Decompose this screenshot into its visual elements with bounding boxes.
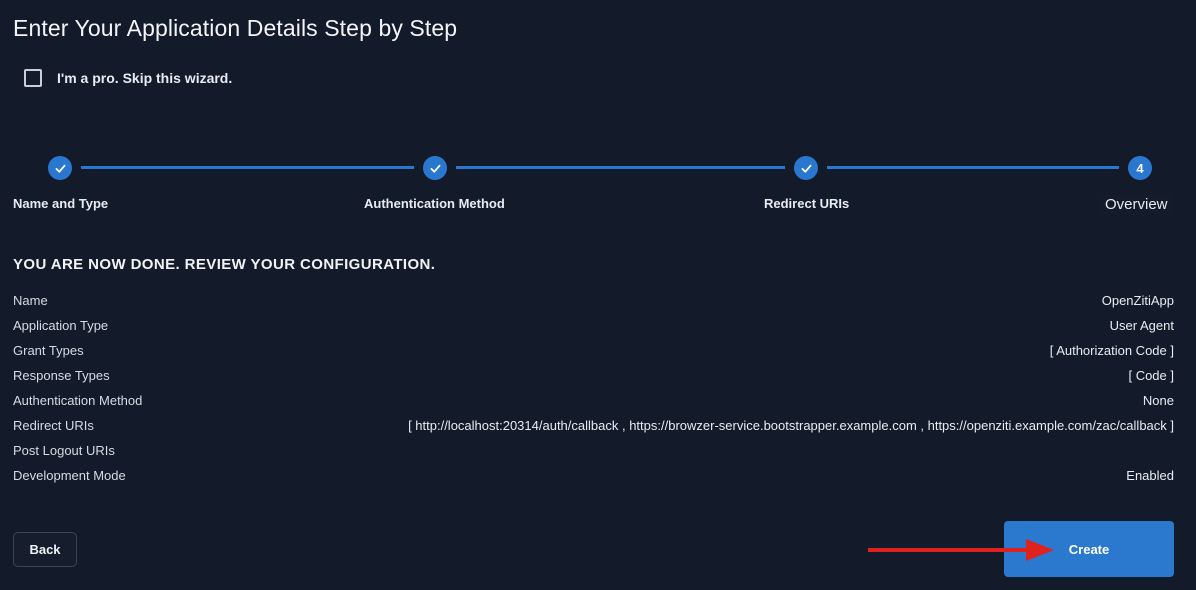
config-row-name: Name OpenZitiApp: [13, 288, 1174, 313]
config-key: Response Types: [13, 368, 110, 383]
annotation-arrow-icon: [868, 539, 1054, 561]
config-value: OpenZitiApp: [1101, 293, 1174, 308]
skip-wizard-checkbox[interactable]: [24, 69, 42, 87]
config-key: Application Type: [13, 318, 109, 333]
config-value: [ http://localhost:20314/auth/callback ,…: [408, 418, 1174, 433]
config-value: None: [1142, 393, 1174, 408]
config-row-authentication-method: Authentication Method None: [13, 388, 1174, 413]
step-label-overview[interactable]: Overview: [1101, 194, 1172, 215]
step-2-complete-indicator[interactable]: [423, 156, 447, 180]
skip-wizard-toggle[interactable]: I'm a pro. Skip this wizard.: [24, 69, 232, 87]
step-1-complete-indicator[interactable]: [48, 156, 72, 180]
check-icon: [430, 164, 440, 173]
config-key: Authentication Method: [13, 393, 143, 408]
config-row-grant-types: Grant Types [ Authorization Code ]: [13, 338, 1174, 363]
back-button[interactable]: Back: [13, 532, 77, 567]
config-value: [ Code ]: [1128, 368, 1174, 383]
check-icon: [55, 164, 65, 173]
step-4-active-indicator[interactable]: 4: [1128, 156, 1152, 180]
config-key: Name: [13, 293, 48, 308]
config-row-redirect-uris: Redirect URIs [ http://localhost:20314/a…: [13, 413, 1174, 438]
step-label-authentication-method[interactable]: Authentication Method: [364, 196, 505, 211]
config-value: User Agent: [1109, 318, 1174, 333]
config-row-application-type: Application Type User Agent: [13, 313, 1174, 338]
step-connector-2: [456, 166, 785, 169]
page-title: Enter Your Application Details Step by S…: [13, 15, 458, 41]
step-label-name-and-type[interactable]: Name and Type: [13, 196, 109, 211]
config-key: Redirect URIs: [13, 418, 94, 433]
config-row-response-types: Response Types [ Code ]: [13, 363, 1174, 388]
check-icon: [801, 164, 811, 173]
config-row-post-logout-uris: Post Logout URIs: [13, 438, 1174, 463]
wizard-stepper: 4 Name and Type Authentication Method Re…: [0, 150, 1196, 230]
skip-wizard-label: I'm a pro. Skip this wizard.: [57, 70, 233, 86]
config-row-development-mode: Development Mode Enabled: [13, 463, 1174, 488]
config-value: [ Authorization Code ]: [1049, 343, 1174, 358]
configuration-summary: Name OpenZitiApp Application Type User A…: [13, 288, 1174, 488]
config-key: Grant Types: [13, 343, 84, 358]
step-connector-1: [81, 166, 414, 169]
config-value: Enabled: [1126, 468, 1174, 483]
step-connector-3: [827, 166, 1119, 169]
config-key: Post Logout URIs: [13, 443, 115, 458]
review-heading: YOU ARE NOW DONE. REVIEW YOUR CONFIGURAT…: [13, 256, 436, 273]
step-label-redirect-uris[interactable]: Redirect URIs: [764, 196, 850, 211]
config-key: Development Mode: [13, 468, 126, 483]
step-3-complete-indicator[interactable]: [794, 156, 818, 180]
